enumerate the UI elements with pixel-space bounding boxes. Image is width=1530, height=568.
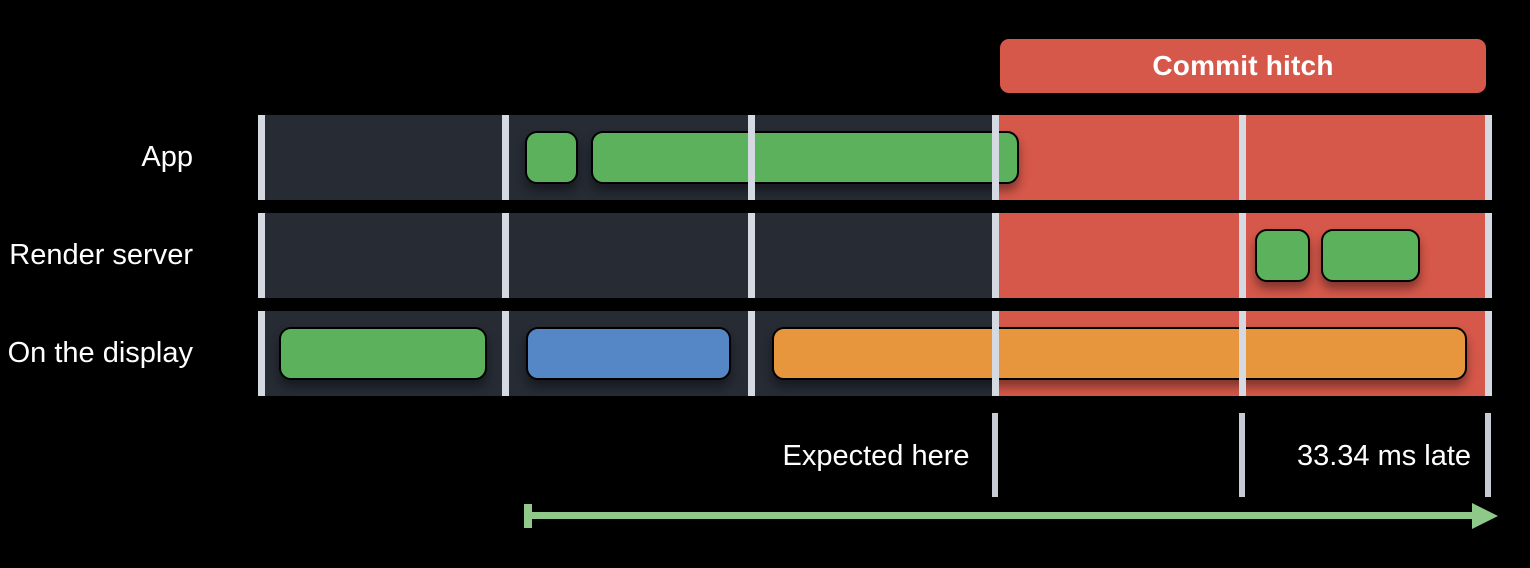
frame-tick (1239, 413, 1245, 497)
commit-hitch-label: Commit hitch (1152, 50, 1334, 81)
timeline-block-blue (526, 327, 731, 380)
frame-boundary-line (1239, 311, 1246, 396)
timeline-block-green (525, 131, 578, 184)
timeline-block-green (591, 131, 1019, 184)
frame-boundary-line (502, 213, 509, 298)
frame-boundary-line (992, 311, 999, 396)
frame-boundary-line (502, 311, 509, 396)
late-label: 33.34 ms late (1296, 440, 1472, 472)
timeline-block-orange (772, 327, 1467, 380)
commit-hitch-banner: Commit hitch (1000, 39, 1486, 93)
frame-boundary-line (258, 311, 265, 396)
frame-boundary-line (1239, 213, 1246, 298)
track-app (258, 115, 1492, 200)
frame-boundary-line (748, 311, 755, 396)
row-label-render-server: Render server (9, 239, 193, 271)
frame-boundary-line (1485, 115, 1492, 200)
timeline-block-green (1255, 229, 1310, 282)
row-label-app: App (141, 141, 193, 173)
track-render-server (258, 213, 1492, 298)
timeline-arrow-shaft (527, 512, 1473, 519)
timeline-block-green (1321, 229, 1420, 282)
frame-boundary-line (1239, 115, 1246, 200)
frame-tick (992, 413, 998, 497)
frame-boundary-line (1485, 213, 1492, 298)
frame-boundary-line (502, 115, 509, 200)
timeline-arrow-head-icon (1472, 503, 1498, 529)
frame-tick (1485, 413, 1491, 497)
frame-boundary-line (1485, 311, 1492, 396)
row-label-on-the-display: On the display (7, 337, 193, 369)
frame-boundary-line (748, 115, 755, 200)
track-on-the-display (258, 311, 1492, 396)
timeline-block-green (279, 327, 487, 380)
frame-boundary-line (258, 213, 265, 298)
frame-boundary-line (992, 213, 999, 298)
frame-boundary-line (992, 115, 999, 200)
frame-boundary-line (258, 115, 265, 200)
frame-boundary-line (748, 213, 755, 298)
expected-here-label: Expected here (782, 440, 970, 472)
